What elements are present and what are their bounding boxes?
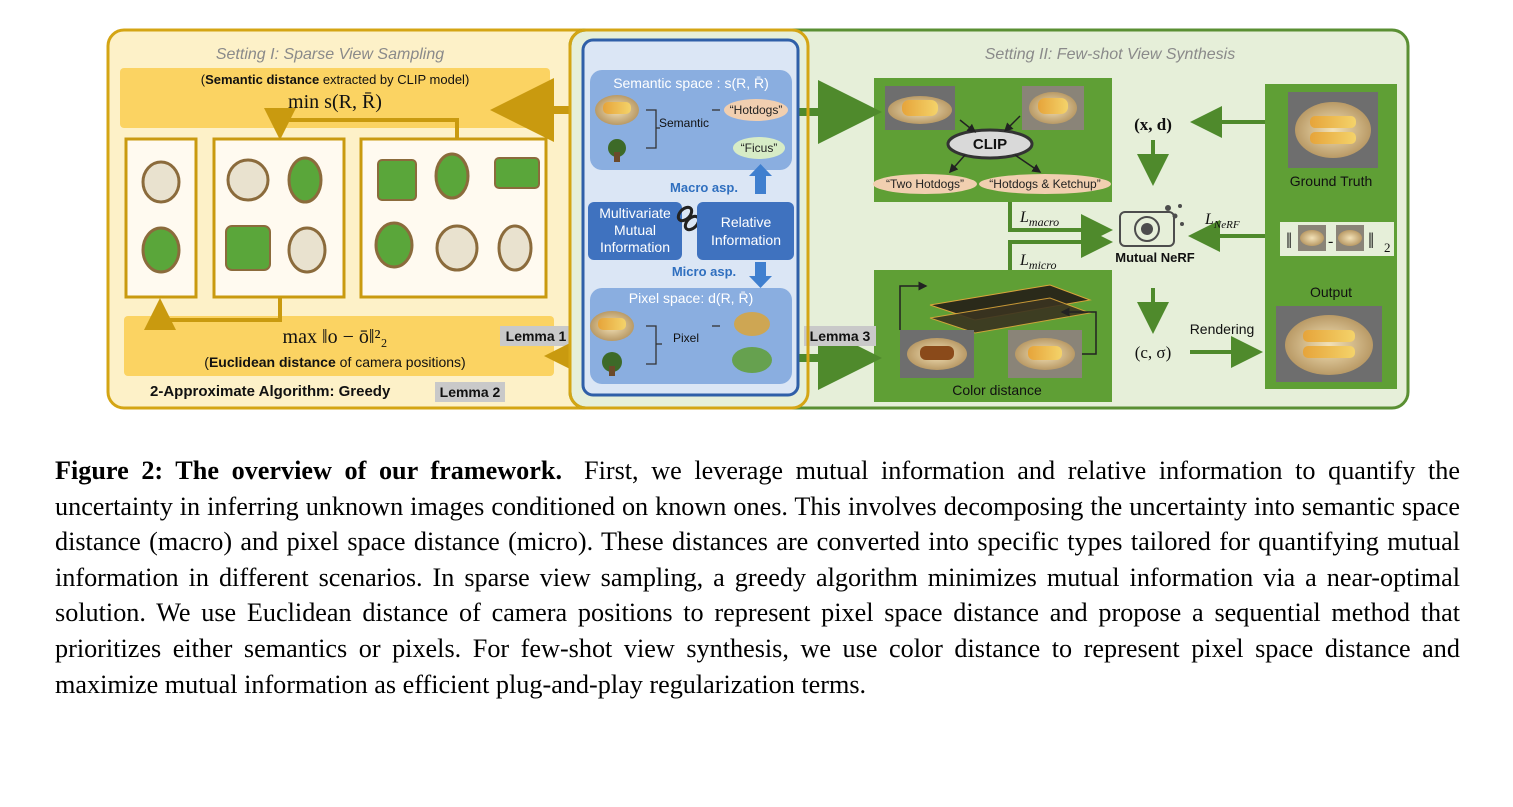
svg-text:Information: Information <box>711 232 781 248</box>
rendering-label: Rendering <box>1190 321 1255 337</box>
framework-diagram: Setting I: Sparse View Sampling (Semanti… <box>106 28 1410 410</box>
chair-group-3 <box>359 137 548 299</box>
max-formula: max ‖o − ō‖²₂ <box>283 326 388 348</box>
relative-info-box <box>697 202 794 260</box>
l-macro-label: Lmacro <box>1019 209 1059 229</box>
mutual-info-box <box>588 202 682 260</box>
hotdogs-tag: “Hotdogs” <box>730 103 783 117</box>
svg-text:‖: ‖ <box>1368 228 1374 253</box>
ficus-tag: “Ficus” <box>741 141 778 155</box>
clip-node <box>946 128 1034 160</box>
semantic-space-title: Semantic space : s(R, R̄) <box>613 75 769 91</box>
chair-group-2 <box>212 137 346 299</box>
figure-caption: Figure 2: The overview of our framework.… <box>55 453 1460 702</box>
algorithm-label: 2-Approximate Algorithm: Greedy <box>150 383 391 400</box>
euclid-note: (Euclidean distance of camera positions) <box>204 354 465 370</box>
center-panel: Semantic space : s(R, R̄) Semantic “Hotd… <box>581 38 800 397</box>
color-distance-label: Color distance <box>952 382 1042 398</box>
macro-label: Macro asp. <box>670 180 738 195</box>
svg-text:Multivariate: Multivariate <box>599 205 671 221</box>
norm-subscript: 2 <box>1384 240 1391 255</box>
lemma3-badge <box>804 326 876 346</box>
caption-label: Figure 2: The overview of our framework. <box>55 456 563 485</box>
setting1-title: Setting I: Sparse View Sampling <box>216 46 444 63</box>
caption-text: First, we leverage mutual information an… <box>55 456 1460 699</box>
svg-text:Mutual: Mutual <box>614 222 656 238</box>
clip-box: CLIP “Two Hotdogs” “Hotdogs & Ketchup” <box>873 78 1112 202</box>
hotdogs-ketchup-tag: “Hotdogs & Ketchup” <box>989 177 1100 191</box>
c-sigma-label: (c, σ) <box>1135 343 1172 362</box>
min-formula: min s(R, R̄) <box>288 91 382 113</box>
semantic-note: (Semantic distance extracted by CLIP mod… <box>201 72 470 87</box>
setting2-title: Setting II: Few-shot View Synthesis <box>985 46 1235 63</box>
pixel-space-title: Pixel space: d(R, R̄) <box>629 290 753 306</box>
semantic-label: Semantic <box>659 116 709 130</box>
svg-text:‖: ‖ <box>1286 228 1292 253</box>
lemma2-badge <box>435 382 505 402</box>
svg-text:-: - <box>1328 233 1333 250</box>
gt-output-panel: Ground Truth ‖ - ‖ 2 Output <box>1265 84 1397 389</box>
l-nerf-label: LNeRF <box>1204 211 1240 231</box>
svg-text:Relative: Relative <box>721 214 772 230</box>
svg-text:Information: Information <box>600 239 670 255</box>
svg-text:Lemma 1: Lemma 1 <box>506 328 567 344</box>
micro-label: Micro asp. <box>672 264 736 279</box>
mutual-nerf-label: Mutual NeRF <box>1115 250 1195 265</box>
ground-truth-label: Ground Truth <box>1290 173 1373 189</box>
mutual-nerf-icon <box>1119 204 1184 247</box>
svg-text:Lemma 3: Lemma 3 <box>810 328 871 344</box>
svg-text:CLIP: CLIP <box>973 136 1007 153</box>
chair-group-1 <box>124 137 198 299</box>
color-distance-box: Color distance <box>874 270 1112 402</box>
l-micro-label: Lmicro <box>1019 252 1056 272</box>
svg-text:Lemma 2: Lemma 2 <box>440 384 501 400</box>
pixel-label: Pixel <box>673 331 699 345</box>
output-label: Output <box>1310 284 1352 300</box>
xd-label: (x, d) <box>1134 115 1172 134</box>
chair-image <box>141 160 181 274</box>
two-hotdogs-tag: “Two Hotdogs” <box>886 177 964 191</box>
